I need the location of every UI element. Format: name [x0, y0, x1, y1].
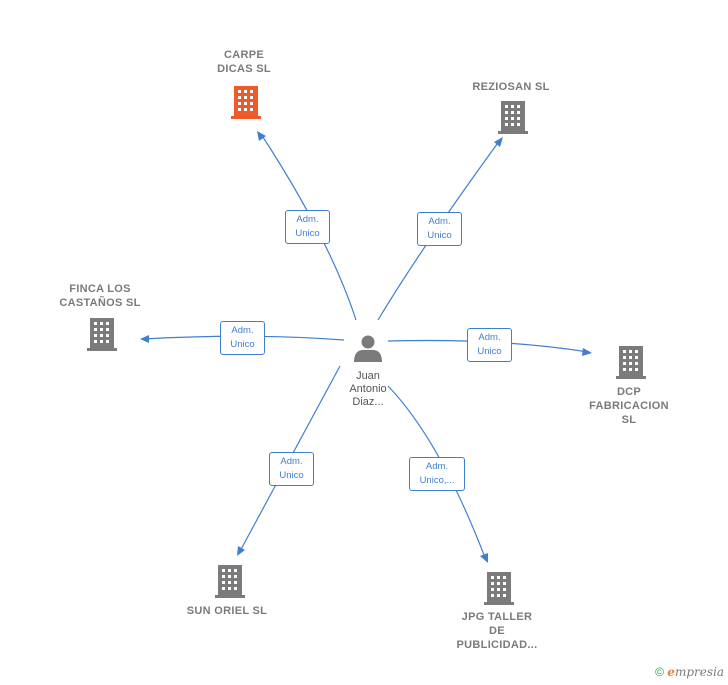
edge-label-carpe: Adm. Unico — [285, 210, 330, 244]
company-label-sun[interactable]: SUN ORIEL SL — [186, 605, 268, 617]
company-label-finca[interactable]: FINCA LOS CASTAÑOS SL — [59, 283, 141, 309]
edge-jpg-arrow — [480, 553, 488, 563]
brand-logo: empresia — [667, 665, 724, 679]
edge-sun-arrow — [237, 546, 245, 556]
edge-jpg — [387, 385, 487, 561]
company-label-jpg[interactable]: JPG TALLER DE PUBLICIDAD... — [456, 611, 538, 651]
edge-reziosan-arrow — [494, 137, 503, 147]
edge-dcp-arrow — [582, 348, 592, 356]
edge-label-finca: Adm. Unico — [220, 321, 265, 355]
building-icon-reziosan[interactable] — [498, 101, 528, 134]
edge-label-jpg: Adm. Unico,... — [409, 457, 465, 491]
edge-label-reziosan: Adm. Unico — [417, 212, 462, 246]
building-icon-jpg[interactable] — [484, 572, 514, 605]
company-label-reziosan[interactable]: REZIOSAN SL — [472, 81, 550, 93]
company-label-carpe[interactable]: CARPE DICAS SL — [217, 49, 271, 75]
edge-finca-arrow — [140, 335, 149, 343]
building-icon-dcp[interactable] — [616, 346, 646, 379]
edge-sun — [238, 365, 341, 554]
person-label[interactable]: Juan Antonio Diaz... — [349, 370, 387, 408]
edge-label-sun: Adm. Unico — [269, 452, 314, 486]
copyright-icon: © — [655, 665, 664, 679]
building-icon-carpe[interactable] — [231, 86, 261, 119]
edge-carpe-arrow — [257, 131, 266, 141]
person-icon[interactable] — [354, 335, 382, 363]
building-icon-finca[interactable] — [87, 318, 117, 351]
building-icon-sun[interactable] — [215, 565, 245, 598]
company-label-dcp[interactable]: DCP FABRICACION SL — [589, 386, 669, 426]
edge-label-dcp: Adm. Unico — [467, 328, 512, 362]
footer-brand: © empresia — [655, 665, 724, 679]
